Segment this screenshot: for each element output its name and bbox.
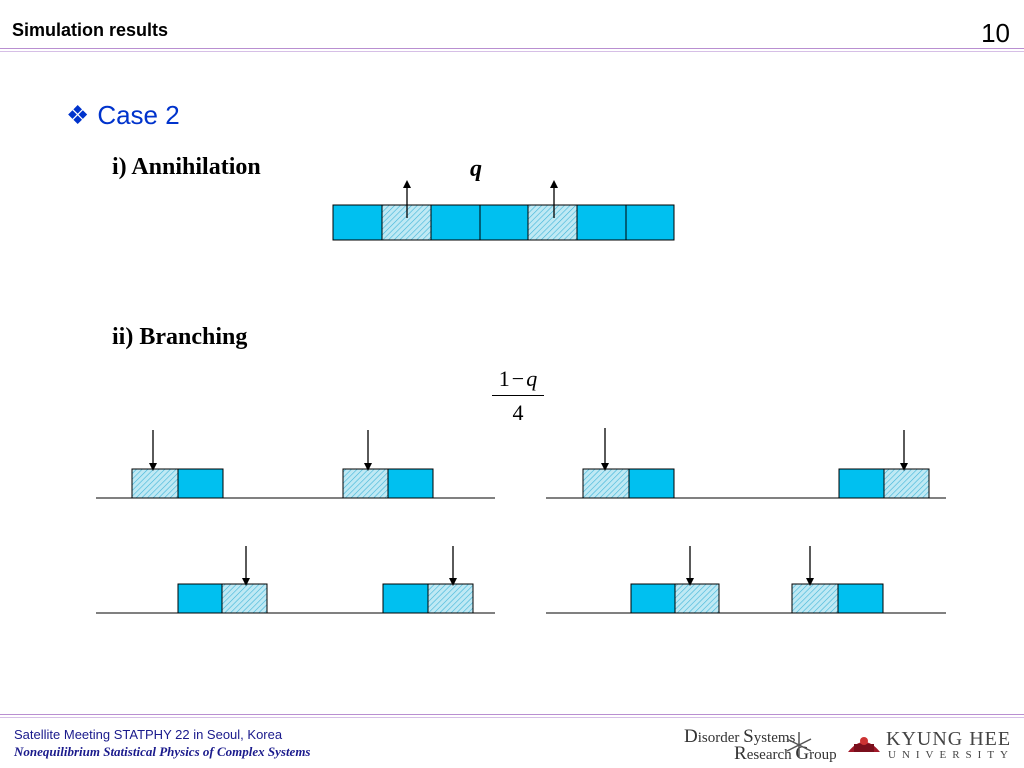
footer-subtitle: Nonequilibrium Statistical Physics of Co… (14, 744, 311, 759)
lattice-diagram (96, 180, 946, 614)
lattice-cell (382, 583, 429, 614)
snowflake-icon (786, 732, 812, 758)
lattice-cell (177, 468, 224, 499)
fraction-bar (492, 395, 544, 396)
branching-right-top (582, 428, 930, 499)
branching-left-top (131, 430, 434, 499)
branching-label: ii) Branching (112, 324, 248, 350)
case-heading: ❖Case 2 (66, 100, 180, 131)
dsrg-logo: Disorder Systems Research Group (684, 726, 837, 764)
lattice-cell (838, 468, 885, 499)
footer-conference: Satellite Meeting STATPHY 22 in Seoul, K… (14, 727, 283, 742)
lattice-cell-hatched (582, 468, 630, 499)
lattice-cell (630, 583, 676, 614)
case-heading-text: Case 2 (97, 100, 180, 130)
lattice-cell (332, 204, 383, 241)
lattice-cell (479, 204, 529, 241)
lattice-cell (837, 583, 884, 614)
branching-rate-fraction: 1−q 4 (490, 366, 546, 426)
lattice-cell (576, 204, 627, 241)
annihilation-rate-label: q (470, 156, 482, 182)
annihilation-lattice (332, 180, 675, 241)
branching-left-bottom (177, 546, 474, 614)
header-rule-secondary (0, 51, 1024, 52)
lattice-cell (430, 204, 481, 241)
header-rule (0, 48, 1024, 49)
branching-right-bottom (630, 546, 884, 614)
lattice-cell-hatched (674, 583, 720, 614)
lattice-cell-hatched (791, 583, 839, 614)
annihilation-label: i) Annihilation (112, 154, 261, 180)
fraction-numerator: 1−q (498, 366, 538, 391)
lattice-cell (625, 204, 675, 241)
page-number: 10 (981, 18, 1010, 48)
university-seal-icon (848, 737, 880, 752)
lattice-cell-hatched (221, 583, 268, 614)
lattice-cell-hatched (342, 468, 389, 499)
kyung-hee-logo: KYUNG HEE UNIVERSITY (842, 726, 1024, 766)
lattice-cell (177, 583, 223, 614)
lattice-cell-hatched (883, 468, 930, 499)
slide-title: Simulation results (12, 20, 169, 40)
lattice-cell-hatched (527, 204, 578, 241)
lattice-cell (387, 468, 434, 499)
footer-rule (0, 714, 1024, 715)
diamond-bullet-icon: ❖ (66, 100, 90, 130)
footer-rule-secondary (0, 717, 1024, 718)
lattice-cell-hatched (131, 468, 179, 499)
lattice-cell (628, 468, 675, 499)
lattice-cell-hatched (427, 583, 474, 614)
fraction-denominator: 4 (512, 400, 524, 425)
